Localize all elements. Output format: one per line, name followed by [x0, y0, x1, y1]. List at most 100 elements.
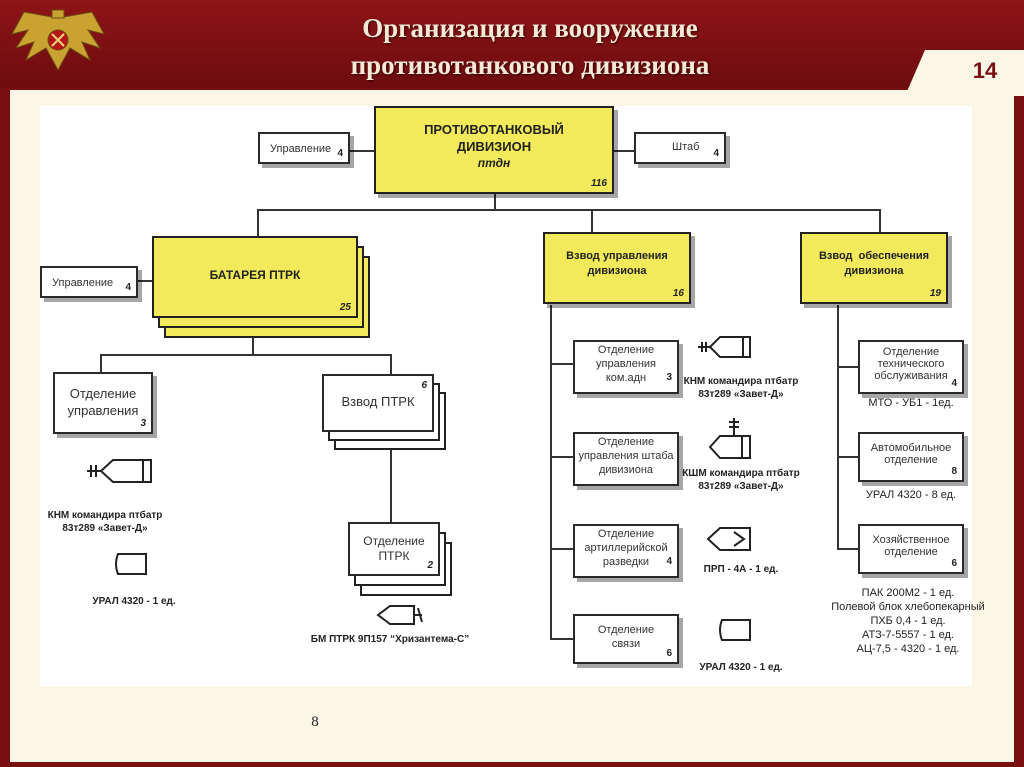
knm-mid-line-2: 83т289 «Завет-Д» [698, 389, 784, 400]
connector [494, 194, 496, 210]
connector [550, 548, 573, 550]
connector [591, 209, 593, 232]
mid-unit-3-line-3: разведки [602, 556, 650, 568]
battery-management-box: Управление 4 [40, 266, 138, 298]
top-management-count: 4 [337, 148, 343, 159]
equipment-item: Полевой блок хлебопекарный [831, 601, 985, 613]
mid-unit-1-line-2: управления [596, 358, 656, 370]
control-platoon-line-1: Взвод управления [566, 250, 668, 262]
equipment-item: ПХБ 0,4 - 1 ед. [870, 615, 946, 627]
org-chart: ПРОТИВОТАНКОВЫЙ ДИВИЗИОН птдн 116 Управл… [40, 106, 985, 686]
right-unit-3: Хозяйственное отделение 6 [858, 524, 964, 574]
truck-icon [115, 553, 147, 575]
mid-unit-1-line-3: ком.адн [605, 372, 647, 384]
connector [390, 450, 392, 522]
battery-count: 25 [339, 302, 351, 313]
atgm-section-line-2: ПТРК [378, 549, 410, 563]
atgm-section-box: Отделение ПТРК 2 [348, 522, 440, 576]
footer-page-number: 8 [311, 714, 319, 730]
control-section-line-1: Отделение [69, 386, 137, 401]
control-platoon-box: Взвод управления дивизиона 16 [543, 232, 691, 304]
slide-number-tab [905, 50, 1024, 96]
supply-platoon-line-2: дивизиона [844, 265, 904, 277]
right-unit-2: Автомобильное отделение 8 [858, 432, 964, 482]
mid-unit-2-line-1: Отделение [597, 436, 655, 448]
connector [837, 305, 839, 549]
ural-right-label: УРАЛ 4320 - 8 ед. [865, 489, 957, 501]
supply-platoon-count: 19 [929, 288, 941, 299]
top-management-label: Управление [270, 143, 332, 155]
mid-unit-4-line-1: Отделение [597, 624, 655, 636]
equipment-item: АЦ-7,5 - 4320 - 1 ед. [856, 643, 960, 655]
control-platoon-count: 16 [672, 288, 684, 299]
connector [100, 354, 102, 372]
mid-unit-2-line-3: дивизиона [598, 464, 654, 476]
mid-unit-1-line-1: Отделение [597, 344, 655, 356]
battery-management-count: 4 [125, 282, 131, 293]
bm-ptrk-label: БМ ПТРК 9П157 “Хризантема-С” [310, 634, 470, 645]
battery-box: БАТАРЕЯ ПТРК 25 [152, 236, 358, 318]
right-unit-2-line-1: Автомобильное [870, 442, 952, 454]
battery-label: БАТАРЕЯ ПТРК [209, 268, 301, 282]
right-unit-1: Отделение технического обслуживания 4 [858, 340, 964, 394]
connector [257, 209, 880, 211]
knm-mid-line-1: КНМ командира птбатр [683, 376, 799, 387]
connector [252, 336, 254, 354]
connector [550, 305, 552, 639]
right-unit-1-line-3: обслуживания [874, 370, 948, 382]
title-line-2: противотанкового дивизиона [350, 50, 710, 80]
title-line-1: Организация и вооружение [362, 13, 698, 43]
knm-left-line-2: 83т289 «Завет-Д» [62, 523, 148, 534]
anti-tank-battalion-box: ПРОТИВОТАНКОВЫЙ ДИВИЗИОН птдн 116 [374, 106, 614, 194]
equipment-item: АТЗ-7-5557 - 1 ед. [862, 629, 954, 641]
mid-unit-3: Отделение артиллерийской разведки 4 [573, 524, 679, 578]
connector [550, 456, 573, 458]
connector [550, 363, 573, 365]
connector [390, 354, 392, 374]
mid-unit-1-count: 3 [666, 372, 672, 383]
mid-unit-4-line-2: связи [611, 638, 641, 650]
supply-platoon-box: Взвод обеспечения дивизиона 19 [800, 232, 948, 304]
control-section-box: Отделение управления 3 [53, 372, 153, 434]
recon-vehicle-icon [706, 527, 751, 551]
header-bar [0, 0, 1024, 88]
atgm-platoon-count: 6 [421, 380, 427, 391]
headquarters-count: 4 [713, 148, 719, 159]
mid-unit-3-line-1: Отделение [597, 528, 655, 540]
command-vehicle-icon [87, 459, 152, 483]
connector [257, 209, 259, 236]
mid-unit-2: Отделение управления штаба дивизиона [573, 432, 679, 486]
right-unit-3-line-1: Хозяйственное [872, 534, 950, 546]
equipment-list: ПАК 200М2 - 1 ед. Полевой блок хлебопека… [810, 586, 1006, 656]
mid-unit-4: Отделение связи 6 [573, 614, 679, 664]
right-unit-1-line-1: Отделение [882, 346, 940, 358]
connector [614, 150, 634, 152]
right-unit-2-count: 8 [951, 466, 957, 477]
slide-number: 14 [972, 58, 998, 83]
ural-left-label: УРАЛ 4320 - 1 ед. [92, 596, 176, 607]
connector [550, 638, 573, 640]
battalion-line-1: ПРОТИВОТАНКОВЫЙ [424, 122, 564, 137]
mto-label: МТО - УБ1 - 1ед. [868, 397, 954, 409]
right-unit-2-line-2: отделение [884, 454, 938, 466]
mid-unit-1: Отделение управления ком.адн 3 [573, 340, 679, 394]
connector [100, 354, 392, 356]
right-unit-1-count: 4 [951, 378, 957, 389]
battalion-line-3: птдн [477, 156, 511, 170]
command-vehicle-icon [698, 336, 751, 358]
right-unit-3-count: 6 [951, 558, 957, 569]
headquarters-label: Штаб [672, 141, 700, 153]
double-headed-eagle-emblem [11, 9, 105, 72]
mid-unit-3-count: 4 [666, 556, 672, 567]
mid-unit-3-line-2: артиллерийской [584, 542, 668, 554]
connector [837, 456, 858, 458]
equipment-item: ПАК 200М2 - 1 ед. [861, 587, 955, 599]
battery-management-label: Управление [52, 277, 114, 289]
control-platoon-line-2: дивизиона [587, 265, 647, 277]
connector [138, 280, 152, 282]
control-section-count: 3 [140, 418, 146, 429]
connector [837, 366, 858, 368]
command-staff-vehicle-icon [708, 418, 751, 459]
connector [879, 209, 881, 232]
